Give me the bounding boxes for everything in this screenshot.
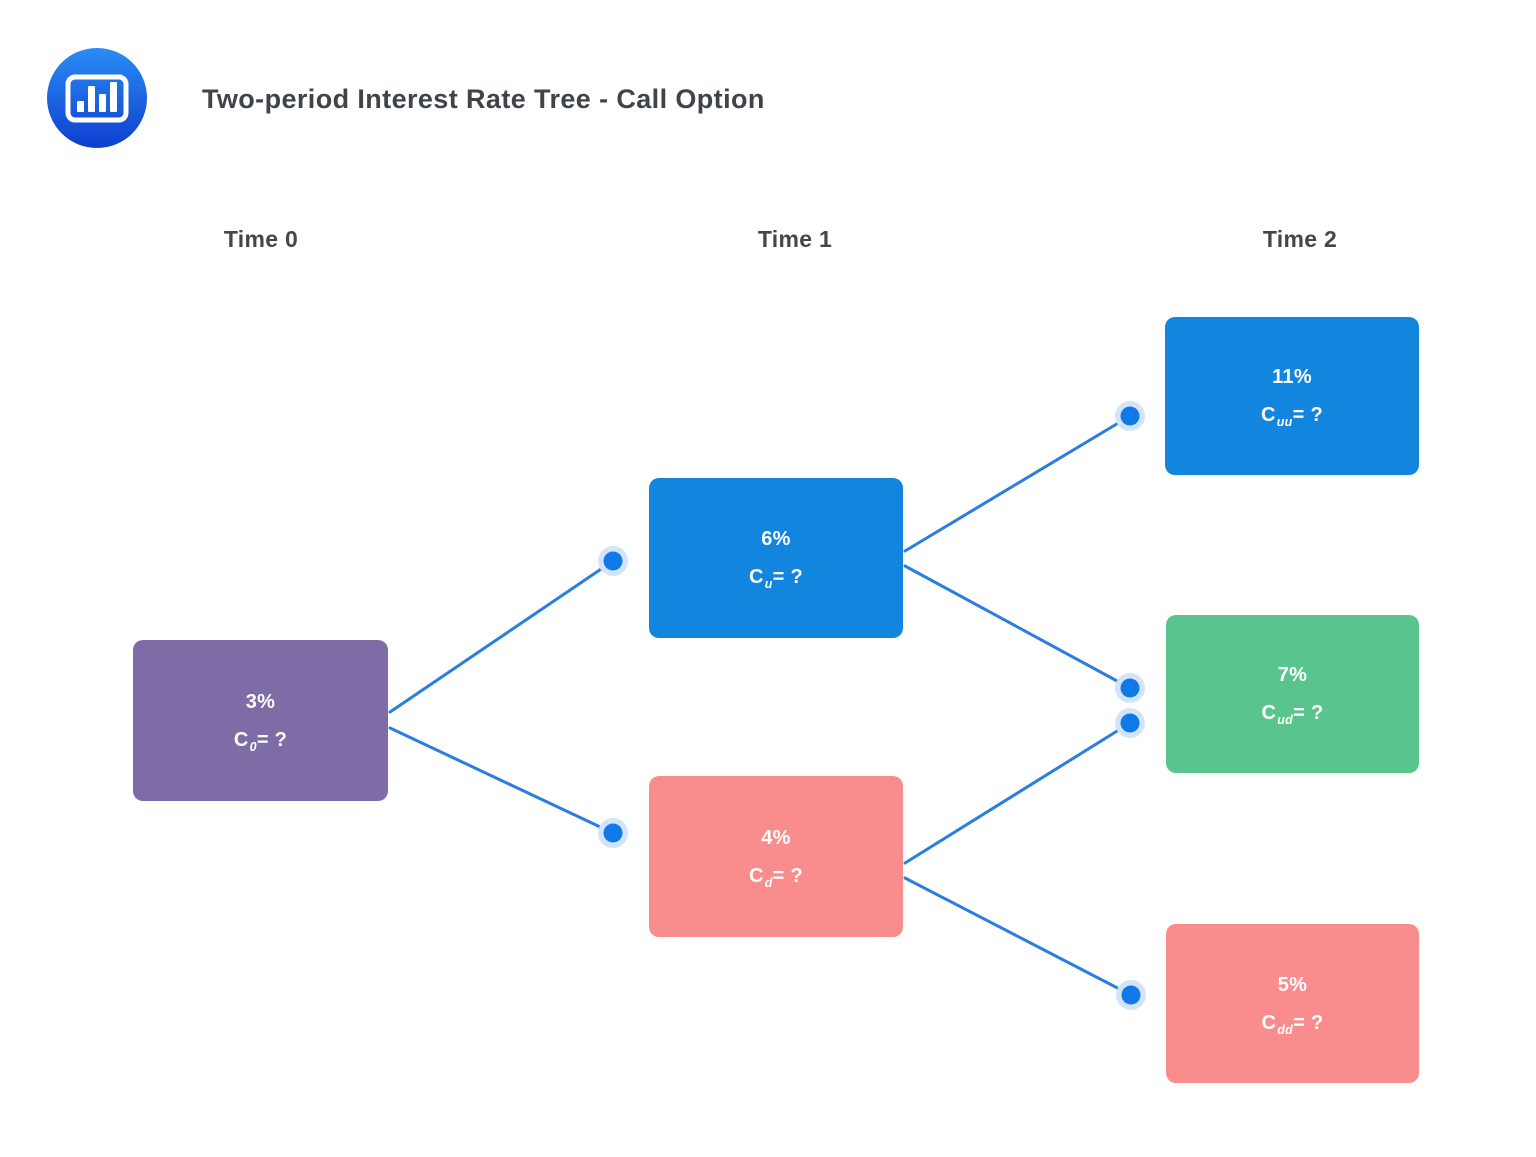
node-formula: Cuu= ? (1261, 404, 1323, 428)
connector-dot (1115, 401, 1145, 431)
node-rate: 6% (761, 528, 791, 550)
option-suffix: = ? (1293, 1011, 1324, 1034)
tree-node-up-up: 11% Cuu= ? (1165, 317, 1419, 475)
option-suffix: = ? (256, 728, 288, 751)
connector-line (388, 726, 615, 835)
bar-chart-logo-icon (47, 48, 147, 148)
connector-dot (598, 818, 628, 848)
option-suffix: = ? (1293, 702, 1324, 724)
connector-line (903, 414, 1132, 553)
option-subscript: uu (1276, 415, 1293, 429)
connector-dot (1116, 980, 1146, 1010)
node-formula: Cu= ? (748, 566, 804, 590)
connector-line (903, 721, 1132, 865)
tree-node-down-down: 5% Cdd= ? (1166, 924, 1419, 1083)
column-header-time-1: Time 1 (757, 226, 833, 252)
connector-line (388, 559, 615, 714)
node-rate: 7% (1277, 664, 1308, 686)
node-rate: 5% (1277, 973, 1308, 996)
tree-node-up: 6% Cu= ? (649, 478, 903, 638)
tree-node-down: 4% Cd= ? (649, 776, 903, 937)
page-title: Two-period Interest Rate Tree - Call Opt… (202, 84, 765, 114)
node-rate: 3% (245, 690, 276, 713)
column-header-time-2: Time 2 (1262, 226, 1338, 252)
node-formula: C0= ? (233, 728, 288, 753)
option-symbol: C (1261, 1011, 1277, 1034)
option-subscript: dd (1277, 1022, 1294, 1037)
option-suffix: = ? (772, 864, 804, 887)
option-subscript: d (764, 875, 773, 890)
option-subscript: u (764, 577, 773, 591)
connector-dot (1115, 673, 1145, 703)
tree-node-up-down: 7% Cud= ? (1166, 615, 1419, 773)
connector-dot (1115, 708, 1145, 738)
tree-node-root: 3% C0= ? (133, 640, 388, 801)
node-formula: Cud= ? (1261, 702, 1324, 726)
node-rate: 4% (761, 826, 791, 849)
connector-line (903, 564, 1132, 690)
option-subscript: 0 (249, 739, 257, 754)
column-header-time-0: Time 0 (223, 226, 299, 252)
option-symbol: C (1261, 404, 1276, 426)
option-suffix: = ? (1292, 404, 1323, 426)
node-formula: Cd= ? (748, 864, 804, 889)
option-subscript: ud (1277, 713, 1294, 727)
option-symbol: C (1261, 702, 1277, 724)
node-formula: Cdd= ? (1261, 1011, 1324, 1036)
connector-dot (598, 546, 628, 576)
option-suffix: = ? (772, 566, 804, 588)
option-symbol: C (748, 864, 764, 887)
node-rate: 11% (1272, 366, 1312, 388)
option-symbol: C (748, 566, 764, 588)
connector-line (903, 876, 1133, 997)
option-symbol: C (233, 728, 249, 751)
